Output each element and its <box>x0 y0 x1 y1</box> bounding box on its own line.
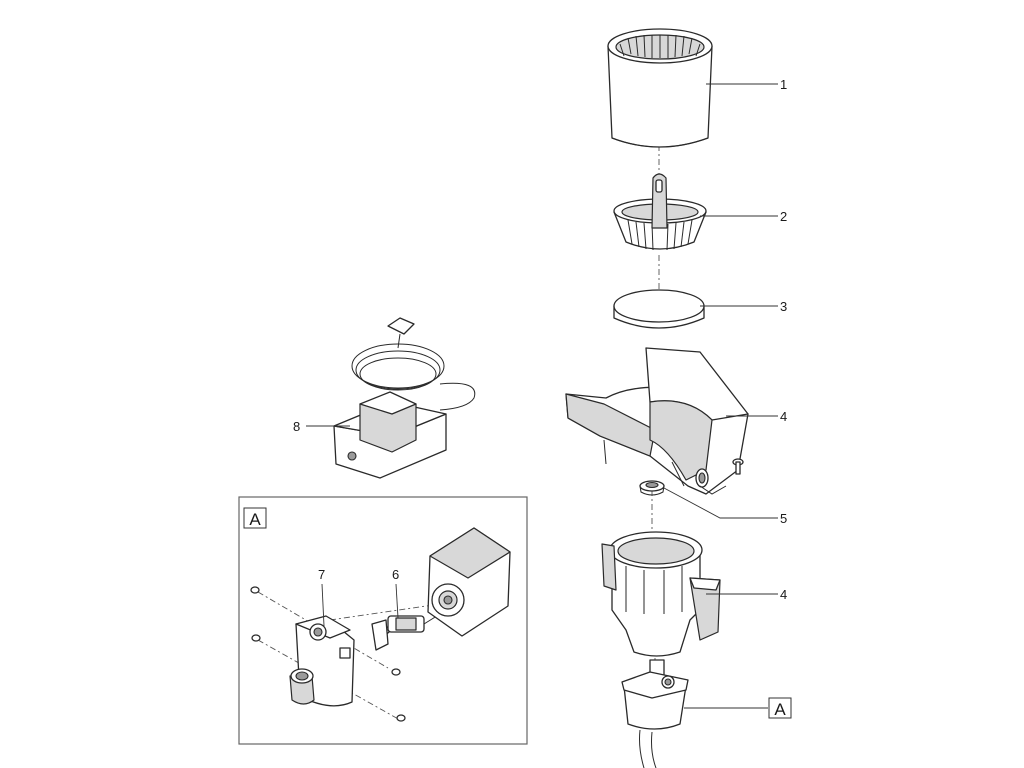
screw-icon <box>250 586 406 722</box>
inset-label-frame <box>243 507 267 529</box>
pump-assembly <box>621 659 689 768</box>
part-5-grommet <box>639 480 665 496</box>
inset-box-a <box>238 496 528 745</box>
part-6-impeller <box>371 613 441 651</box>
part-3-filter-pad <box>613 289 705 329</box>
callout-1: 1 <box>780 77 787 92</box>
part-8-transformer <box>333 317 476 479</box>
callout-4-base: 4 <box>780 587 787 602</box>
callout-4-cover: 4 <box>780 409 787 424</box>
callout-a-frame <box>768 697 792 719</box>
callout-5: 5 <box>780 511 787 526</box>
callout-7: 7 <box>318 567 325 582</box>
leader-lines <box>306 83 778 709</box>
part-4-housing-base <box>601 531 721 657</box>
callout-2: 2 <box>780 209 787 224</box>
callout-a: A <box>774 700 786 719</box>
part-1-filter-cylinder <box>607 28 713 148</box>
callout-8: 8 <box>293 419 300 434</box>
pump-motor-block <box>427 527 511 637</box>
part-7-pump-housing <box>289 615 355 707</box>
callout-3: 3 <box>780 299 787 314</box>
callout-6: 6 <box>392 567 399 582</box>
inset-label-a: A <box>249 510 261 529</box>
part-4-top-cover <box>565 347 749 495</box>
part-2-filter-basket <box>613 173 707 251</box>
screw-icon <box>732 458 744 475</box>
